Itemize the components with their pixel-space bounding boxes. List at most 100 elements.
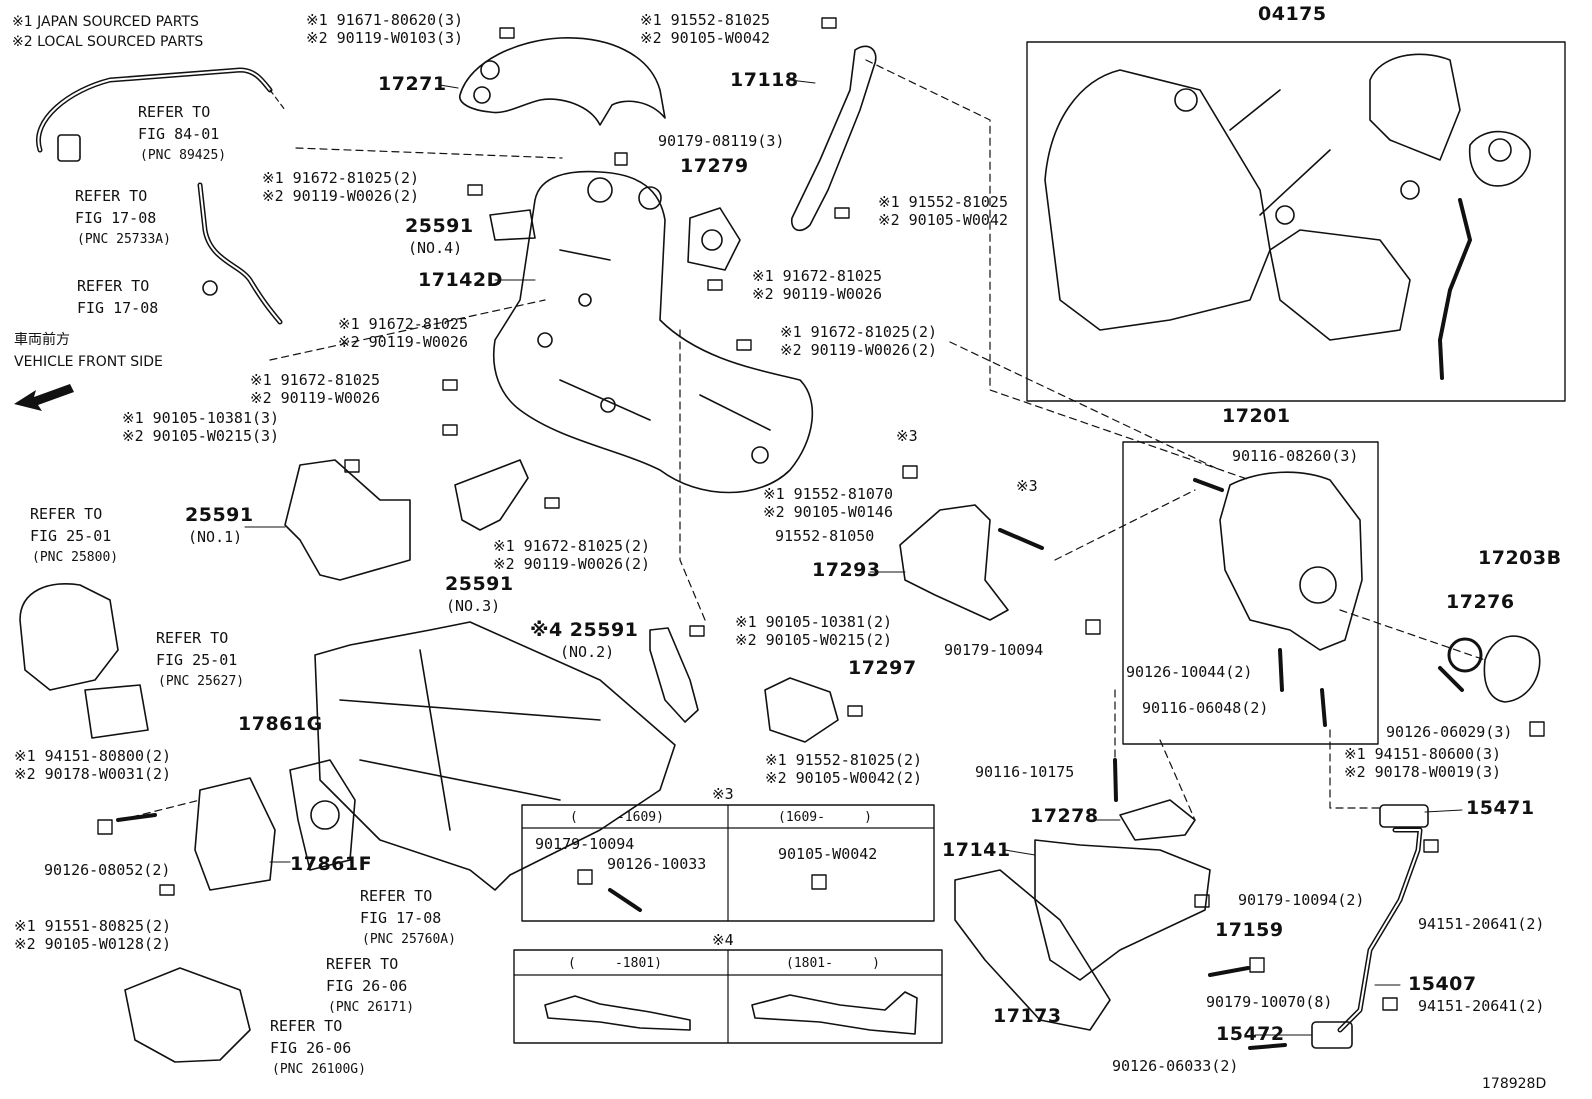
part-25591-no3[interactable]: 25591: [445, 573, 514, 595]
bolt-b7b[interactable]: ※2 90119-W0026: [338, 333, 468, 351]
part-17271[interactable]: 17271: [378, 73, 447, 95]
bolt-b29[interactable]: 94151-20641(2): [1418, 915, 1545, 933]
bolt-b10a[interactable]: ※1 90105-10381(3): [122, 409, 280, 427]
part-25591-no2[interactable]: ※4 25591: [530, 619, 639, 641]
part-17203B[interactable]: 17203B: [1478, 547, 1562, 569]
ref2-refer[interactable]: REFER TO: [75, 187, 148, 205]
part-17297[interactable]: 17297: [848, 657, 917, 679]
bolt-b24b[interactable]: ※2 90178-W0031(2): [14, 765, 172, 783]
part-25591-no4[interactable]: 25591: [405, 215, 474, 237]
part-17279[interactable]: 17279: [680, 155, 749, 177]
bolt-b27a[interactable]: ※1 91551-80825(2): [14, 917, 172, 935]
note3-part-c[interactable]: 90105-W0042: [778, 845, 878, 863]
bolt-b16[interactable]: 90116-08260(3): [1232, 447, 1359, 465]
part-15407[interactable]: 15407: [1408, 973, 1477, 995]
legend-local-sourced: ※2 LOCAL SOURCED PARTS: [12, 34, 204, 50]
bolt-b6b[interactable]: ※2 90119-W0026: [752, 285, 882, 303]
converter-17142D-shape: [492, 170, 814, 494]
part-17118[interactable]: 17118: [730, 69, 799, 91]
bolt-b23b[interactable]: ※2 90105-W0042(2): [765, 769, 923, 787]
bolt-b2b[interactable]: ※2 90105-W0042: [640, 29, 770, 47]
part-25591-no1[interactable]: 25591: [185, 504, 254, 526]
ref4-fig[interactable]: FIG 25-01: [30, 527, 112, 545]
bolt-b7a[interactable]: ※1 91672-81025: [338, 315, 468, 333]
vehicle-front-en: VEHICLE FRONT SIDE: [14, 354, 163, 370]
bolt-b26[interactable]: 90116-10175: [975, 763, 1075, 781]
bolt-b13a[interactable]: ※1 91552-81070: [763, 485, 893, 503]
part-25591-no4-sub: (NO.4): [408, 239, 463, 257]
ref2-fig[interactable]: FIG 17-08: [75, 209, 157, 227]
ref4-refer[interactable]: REFER TO: [30, 505, 103, 523]
bolt-b30[interactable]: 90179-10070(8): [1206, 993, 1333, 1011]
bolt-b20[interactable]: 90116-06048(2): [1142, 699, 1269, 717]
part-17142D[interactable]: 17142D: [418, 269, 503, 291]
bolt-b23a[interactable]: ※1 91552-81025(2): [765, 751, 923, 769]
bolt-b21[interactable]: 90126-06029(3): [1386, 723, 1513, 741]
bolt-b6a[interactable]: ※1 91672-81025: [752, 267, 882, 285]
bolt-b2a[interactable]: ※1 91552-81025: [640, 11, 770, 29]
bolt-b8b[interactable]: ※2 90119-W0026(2): [780, 341, 938, 359]
note4-header-left: ( -1801): [568, 956, 662, 971]
bolt-b19[interactable]: 90126-10044(2): [1126, 663, 1253, 681]
part-17293[interactable]: 17293: [812, 559, 881, 581]
bolt-b11b[interactable]: ※2 90119-W0026(2): [493, 555, 651, 573]
note3-part-a[interactable]: 90179-10094: [535, 835, 635, 853]
ref8-refer[interactable]: REFER TO: [270, 1017, 343, 1035]
ref3-refer[interactable]: REFER TO: [77, 277, 150, 295]
part-17861G[interactable]: 17861G: [238, 713, 323, 735]
bolt-b22a[interactable]: ※1 94151-80600(3): [1344, 745, 1502, 763]
bolt-b5b[interactable]: ※2 90105-W0042: [878, 211, 1008, 229]
ref1-fig[interactable]: FIG 84-01: [138, 125, 220, 143]
part-17276[interactable]: 17276: [1446, 591, 1515, 613]
bolt-b5a[interactable]: ※1 91552-81025: [878, 193, 1008, 211]
bolt-b9a[interactable]: ※1 91672-81025: [250, 371, 380, 389]
part-17159[interactable]: 17159: [1215, 919, 1284, 941]
bolt-b1b[interactable]: ※2 90119-W0103(3): [306, 29, 464, 47]
bolt-b17a[interactable]: ※1 90105-10381(2): [735, 613, 893, 631]
bolt-b32[interactable]: 90126-06033(2): [1112, 1057, 1239, 1075]
ref6-fig[interactable]: FIG 17-08: [360, 909, 442, 927]
bolt-b27b[interactable]: ※2 90105-W0128(2): [14, 935, 172, 953]
ref1-refer[interactable]: REFER TO: [138, 103, 211, 121]
part-15472[interactable]: 15472: [1216, 1023, 1285, 1045]
bolt-b24a[interactable]: ※1 94151-80800(2): [14, 747, 172, 765]
bolt-b10b[interactable]: ※2 90105-W0215(3): [122, 427, 280, 445]
part-17173[interactable]: 17173: [993, 1005, 1062, 1027]
bolt-b31[interactable]: 94151-20641(2): [1418, 997, 1545, 1015]
bolt-b14[interactable]: 91552-81050: [775, 527, 875, 545]
bolt-b3[interactable]: 90179-08119(3): [658, 132, 785, 150]
bolt-b4b[interactable]: ※2 90119-W0026(2): [262, 187, 420, 205]
bolt-b1a[interactable]: ※1 91671-80620(3): [306, 11, 464, 29]
bolt-b9b[interactable]: ※2 90119-W0026: [250, 389, 380, 407]
ref1-pnc: (PNC 89425): [140, 148, 227, 163]
bolt-b28[interactable]: 90179-10094(2): [1238, 891, 1365, 909]
part-15471[interactable]: 15471: [1466, 797, 1535, 819]
ref8-pnc: (PNC 26100G): [272, 1062, 366, 1077]
note4-header-right: (1801- ): [786, 956, 880, 971]
bolt-b25[interactable]: 90126-08052(2): [44, 861, 171, 879]
part-17861F[interactable]: 17861F: [290, 853, 373, 875]
ref7-refer[interactable]: REFER TO: [326, 955, 399, 973]
part-17278[interactable]: 17278: [1030, 805, 1099, 827]
ref5-refer[interactable]: REFER TO: [156, 629, 229, 647]
bolt-b17b[interactable]: ※2 90105-W0215(2): [735, 631, 893, 649]
bolt-b13b[interactable]: ※2 90105-W0146: [763, 503, 893, 521]
ref6-refer[interactable]: REFER TO: [360, 887, 433, 905]
bolt-b22b[interactable]: ※2 90178-W0019(3): [1344, 763, 1502, 781]
note3-header-right: (1609- ): [778, 810, 872, 825]
bolt-b18[interactable]: 90179-10094: [944, 641, 1044, 659]
bolt-b11a[interactable]: ※1 91672-81025(2): [493, 537, 651, 555]
bolt-b4a[interactable]: ※1 91672-81025(2): [262, 169, 420, 187]
ref7-pnc: (PNC 26171): [328, 1000, 415, 1015]
bolt-b8a[interactable]: ※1 91672-81025(2): [780, 323, 938, 341]
ref5-fig[interactable]: FIG 25-01: [156, 651, 238, 669]
part-17141[interactable]: 17141: [942, 839, 1011, 861]
ref8-fig[interactable]: FIG 26-06: [270, 1039, 352, 1057]
part-04175[interactable]: 04175: [1258, 3, 1327, 25]
part-17201[interactable]: 17201: [1222, 405, 1291, 427]
front-arrow-shape: [14, 384, 74, 411]
ref3-fig[interactable]: FIG 17-08: [77, 299, 159, 317]
note3-part-b[interactable]: 90126-10033: [607, 855, 707, 873]
turbo-17201-frame: [1122, 441, 1379, 745]
ref7-fig[interactable]: FIG 26-06: [326, 977, 408, 995]
